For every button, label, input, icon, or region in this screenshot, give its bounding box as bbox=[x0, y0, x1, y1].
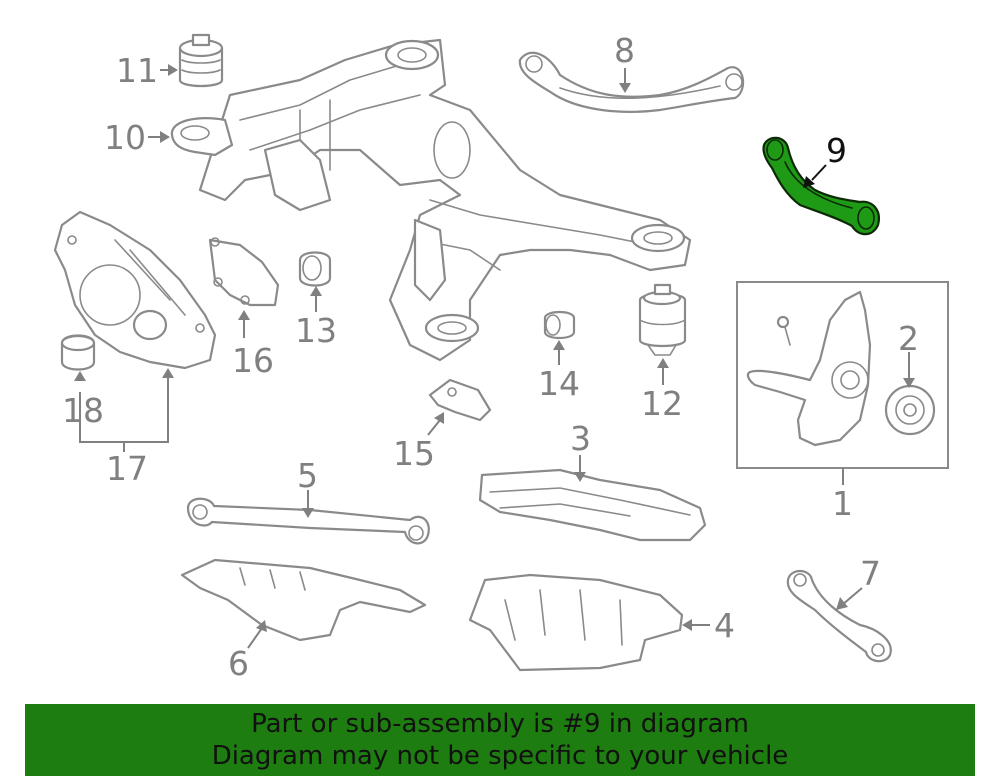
callout-11: 11 bbox=[116, 51, 158, 90]
parts-diagram: 1 2 3 4 5 6 7 8 9 10 11 12 13 14 15 bbox=[53, 31, 949, 683]
callout-2: 2 bbox=[898, 319, 919, 358]
part-5-link[interactable] bbox=[186, 497, 430, 545]
part-18-bushing[interactable] bbox=[60, 334, 96, 371]
part-16-bracket[interactable] bbox=[208, 237, 280, 307]
callout-17: 17 bbox=[106, 449, 148, 488]
callout-8: 8 bbox=[614, 31, 635, 70]
part-15-bracket[interactable] bbox=[428, 378, 492, 422]
callout-3: 3 bbox=[570, 419, 591, 458]
part-14-bushing[interactable] bbox=[543, 310, 576, 340]
callout-5: 5 bbox=[297, 456, 318, 495]
part-4-cover[interactable] bbox=[468, 573, 684, 672]
subframe-part[interactable] bbox=[198, 38, 692, 362]
part-3-shield[interactable] bbox=[478, 468, 707, 542]
part-12-mount[interactable] bbox=[638, 283, 687, 356]
part-13-bushing[interactable] bbox=[298, 251, 332, 287]
part-17-carrier[interactable] bbox=[53, 210, 217, 370]
callout-14: 14 bbox=[538, 364, 580, 403]
callout-4: 4 bbox=[714, 606, 735, 645]
callout-9: 9 bbox=[826, 131, 847, 170]
callout-12: 12 bbox=[641, 384, 683, 423]
part-7-control-arm[interactable] bbox=[786, 569, 892, 663]
callout-18: 18 bbox=[62, 391, 104, 430]
part-2-hub-bearing[interactable] bbox=[884, 384, 936, 436]
notice-line-1: Part or sub-assembly is #9 in diagram bbox=[251, 709, 749, 739]
part-11-bushing[interactable] bbox=[178, 33, 224, 88]
callout-1: 1 bbox=[832, 484, 853, 523]
notice-banner: Part or sub-assembly is #9 in diagram Di… bbox=[25, 704, 975, 776]
callout-6: 6 bbox=[228, 644, 249, 683]
callout-16: 16 bbox=[232, 341, 274, 380]
part-9-control-arm-highlighted[interactable] bbox=[762, 136, 880, 236]
part-10-bracket[interactable] bbox=[170, 117, 234, 157]
callout-10: 10 bbox=[104, 118, 146, 157]
part-1-knuckle[interactable] bbox=[746, 290, 872, 447]
callout-7: 7 bbox=[860, 554, 881, 593]
notice-line-2: Diagram may not be specific to your vehi… bbox=[211, 741, 789, 771]
callout-15: 15 bbox=[393, 434, 435, 473]
part-8-control-arm[interactable] bbox=[518, 51, 745, 113]
callout-13: 13 bbox=[295, 311, 337, 350]
part-6-shield[interactable] bbox=[180, 558, 427, 642]
